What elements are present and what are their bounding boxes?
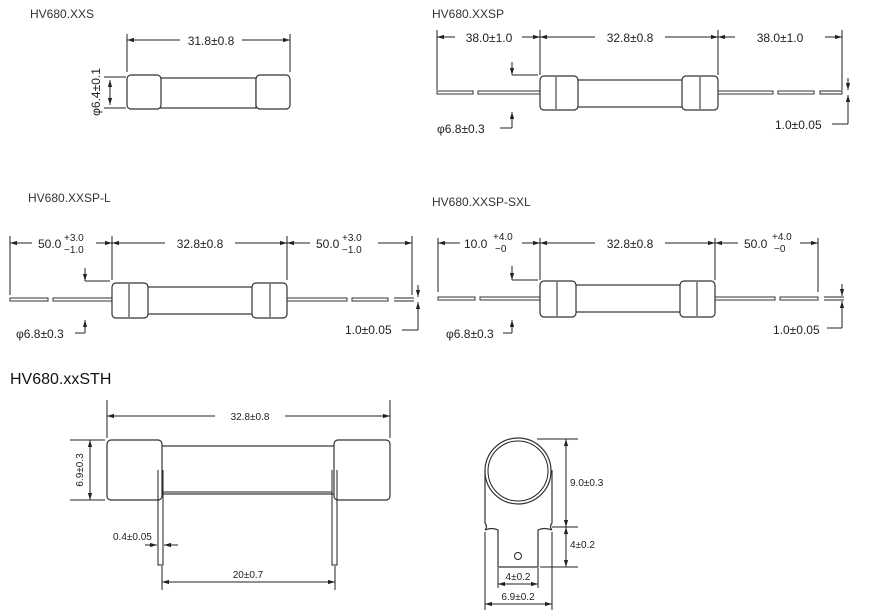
height-dimension: 6.9±0.3: [75, 453, 86, 487]
diameter-dimension: φ6.4±0.1: [89, 68, 103, 116]
drawing-xxsp-l: HV680.XXSP-L 50.0 +3.0 −1.0 32.8±0.8 50.…: [9, 191, 421, 341]
lead-diameter-dimension: 1.0±0.05: [773, 323, 820, 337]
lead-left-dimension: 10.0: [464, 237, 488, 251]
lead-right-tolerance-minus: −1.0: [342, 245, 362, 256]
diameter-dimension: φ6.8±0.3: [16, 327, 64, 341]
lead-right-dimension: 50.0: [316, 237, 340, 251]
lead-left-tolerance-minus: −1.0: [64, 245, 84, 256]
drawing-title: HV680.XXSP: [432, 7, 504, 21]
drawing-xxsth: HV680.xxSTH 32.8±0.8 6.9±0.3 0.4±0.05 20…: [10, 371, 391, 590]
fuse-with-leads: [436, 75, 843, 111]
lead-right-tolerance-plus: +4.0: [772, 232, 792, 243]
lead-left-dimension: 50.0: [38, 237, 62, 251]
fuse-body: [126, 74, 291, 110]
drawing-title: HV680.XXS: [30, 7, 94, 21]
drawing-title: HV680.XXSP-L: [28, 191, 111, 205]
drawing-title: HV680.XXSP-SXL: [432, 195, 531, 209]
length-dimension: 32.8±0.8: [607, 31, 654, 45]
lead-right-dimension: 38.0±1.0: [757, 31, 804, 45]
drawing-xxsth-end-view: 9.0±0.3 4±0.2 4±0.2 6.9±0.2: [484, 437, 604, 610]
fuse-with-leads: [9, 282, 414, 319]
pin-spacing-dimension: 20±0.7: [233, 570, 264, 581]
length-dimension: 31.8±0.8: [188, 34, 235, 48]
lead-diameter-dimension: 1.0±0.05: [345, 323, 392, 337]
fuse-body-with-pins: [106, 439, 391, 566]
length-dimension: 32.8±0.8: [177, 237, 224, 251]
drawing-title: HV680.xxSTH: [10, 371, 111, 388]
diameter-dimension: φ6.8±0.3: [437, 122, 485, 136]
lead-right-dimension: 50.0: [744, 237, 768, 251]
lead-diameter-dimension: 1.0±0.05: [775, 118, 822, 132]
tab-width-dimension: 4±0.2: [506, 572, 531, 583]
lead-left-tolerance-minus: −0: [495, 244, 507, 255]
drawing-xxsp: HV680.XXSP 38.0±1.0 32.8±0.8 38.0±1.0: [432, 7, 851, 136]
drawing-xxs: HV680.XXS 31.8±0.8 φ6.4±0.1: [30, 7, 291, 116]
lead-left-dimension: 38.0±1.0: [466, 31, 513, 45]
length-dimension: 32.8±0.8: [607, 237, 654, 251]
lead-right-tolerance-minus: −0: [774, 244, 786, 255]
fuse-with-leads: [437, 280, 844, 318]
diameter-dimension: φ6.8±0.3: [446, 327, 494, 341]
width-dimension: 6.9±0.2: [501, 592, 535, 603]
drawing-xxsp-sxl: HV680.XXSP-SXL 10.0 +4.0 −0 32.8±0.8 50.…: [432, 195, 845, 341]
lead-left-tolerance-plus: +3.0: [64, 233, 84, 244]
length-dimension: 32.8±0.8: [231, 412, 270, 423]
height-dimension: 9.0±0.3: [570, 478, 604, 489]
lead-right-tolerance-plus: +3.0: [342, 233, 362, 244]
tab-height-dimension: 4±0.2: [570, 540, 595, 551]
lead-left-tolerance-plus: +4.0: [493, 232, 513, 243]
pin-thickness-dimension: 0.4±0.05: [113, 532, 152, 543]
